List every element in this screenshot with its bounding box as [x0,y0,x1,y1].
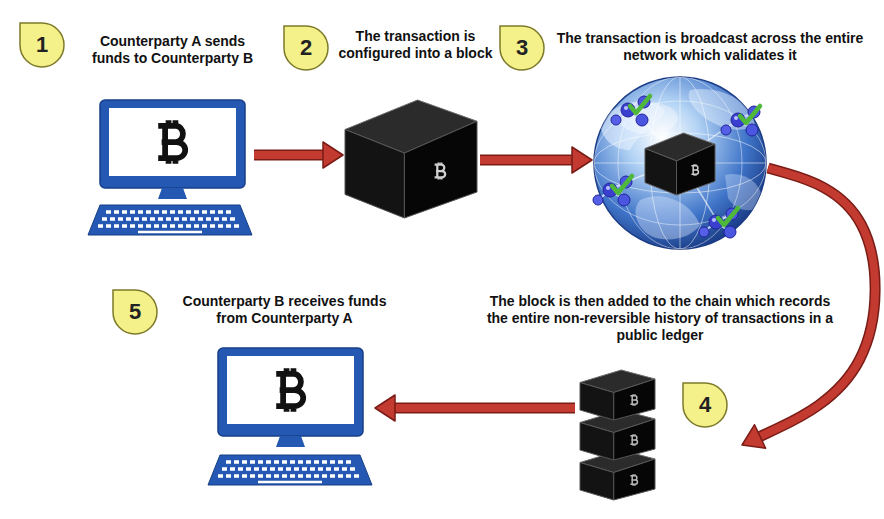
block-chain-part [630,394,637,405]
arrow-shaft [392,404,575,412]
step-node: The transaction is configured into a blo… [343,98,480,220]
arrow-shaft [254,151,326,159]
step-caption: Counterparty A sends funds to Counterpar… [80,33,265,67]
network-globe-part [594,77,766,249]
arrow-shaft [480,156,575,164]
computer-icon-part [276,368,303,412]
arrow-head [323,142,343,168]
step-caption: Counterparty B receives funds from Count… [182,293,387,327]
network-globe-part [611,96,650,126]
callout-drop-part [20,23,64,67]
callout-drop-part [113,290,157,334]
flow-arrow [480,147,592,173]
block-chain [580,370,655,500]
computer-icon [208,348,372,485]
network-globe-part [593,176,632,206]
arrow-outline [254,150,326,161]
step-node: Counterparty B receives funds from Count… [205,346,375,488]
network-globe-part-part [635,196,700,239]
flow-arrow [375,395,575,421]
step-caption: The transaction is broadcast across the … [545,30,875,64]
network-globe [593,77,766,249]
network-globe-part [645,133,715,195]
arrow-head [375,395,395,421]
computer-icon-part [88,205,252,235]
flow-arrow [254,142,343,168]
arrow-head [742,425,766,449]
arrow-outline [480,155,575,166]
step-node: The block is then added to the chain whi… [575,366,742,502]
block-cube [345,100,477,218]
network-globe-part [594,77,766,249]
arrow-outline [392,403,575,414]
network-globe-part [699,208,738,238]
callout-number: 5 [113,290,157,334]
callout-drop-part [683,383,727,427]
block-chain-part [630,434,637,445]
step-node: Counterparty A sends funds to Counterpar… [86,98,254,238]
arrow-head [572,147,592,173]
callout-drop-part [284,26,328,70]
step-caption: The transaction is configured into a blo… [338,28,493,62]
callout-number: 3 [500,26,544,70]
callout-number: 2 [284,26,328,70]
step-node: The transaction is broadcast across the … [592,77,768,249]
computer-icon [88,100,252,235]
computer-icon-part [218,348,363,447]
network-globe-part [721,106,760,136]
callout-number: 4 [683,383,727,427]
computer-icon-part [158,120,185,164]
block-cube-part [435,162,446,179]
computer-icon-part [100,100,245,199]
callout-number: 1 [20,23,64,67]
computer-icon-part [208,455,372,485]
block-chain-part [630,474,637,485]
network-globe-part [691,164,698,175]
step-caption: The block is then added to the chain whi… [480,293,840,344]
block-cube-part [345,100,477,218]
block-chain-part [580,370,655,420]
callout-drop-part [500,26,544,70]
